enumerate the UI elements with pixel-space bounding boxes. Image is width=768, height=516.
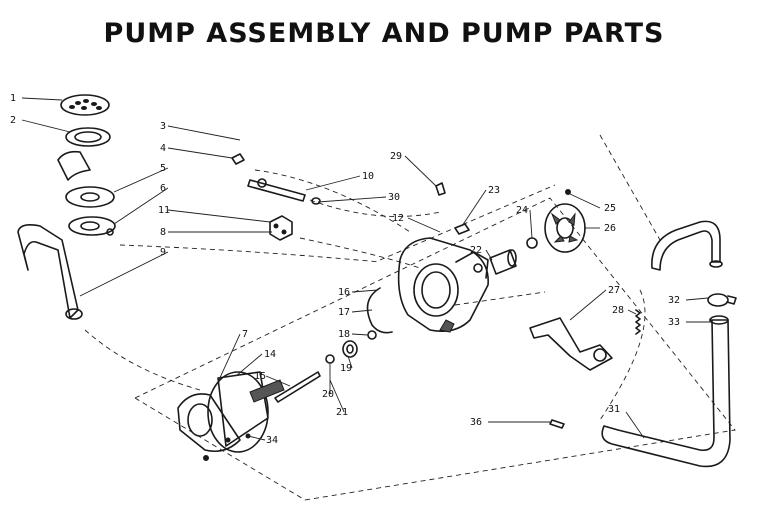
- callout-11: 11: [158, 205, 170, 216]
- callout-labels: 1 2 3 4 5 6 11 8 9 10 30 29 12 23 24 25 …: [10, 93, 680, 446]
- callout-18: 18: [338, 329, 350, 340]
- part-29-fitting: [435, 182, 446, 196]
- callout-16: 16: [338, 287, 350, 298]
- part-24-washer: [526, 237, 538, 249]
- callout-27: 27: [608, 285, 620, 296]
- callout-2: 2: [10, 115, 16, 126]
- part-34-pump-cover: [177, 393, 251, 461]
- callout-21: 21: [336, 407, 348, 418]
- part-32-hose: [651, 220, 723, 271]
- part-23-clip: [454, 223, 470, 235]
- part-9-hose-end: [65, 308, 83, 320]
- part-elbow-fitting: [57, 150, 91, 181]
- part-2-ring: [65, 127, 111, 147]
- part-3-4-shaft: [231, 153, 306, 202]
- callout-23: 23: [488, 185, 500, 196]
- callout-12: 12: [392, 213, 404, 224]
- callout-30: 30: [388, 192, 400, 203]
- part-30-washer: [311, 197, 321, 205]
- callout-24: 24: [516, 205, 528, 216]
- callout-4: 4: [160, 143, 166, 154]
- callout-14: 14: [264, 349, 276, 360]
- callout-32: 32: [668, 295, 680, 306]
- part-15-shaft: [274, 371, 321, 403]
- leader-lines: [21, 97, 710, 441]
- callout-10: 10: [362, 171, 374, 182]
- part-22-coupling: [489, 249, 517, 275]
- callout-5: 5: [160, 163, 166, 174]
- part-31-outlet-hose: [601, 315, 731, 468]
- part-17-ring: [366, 287, 393, 334]
- part-18-washer: [367, 330, 377, 340]
- callout-22: 22: [470, 245, 482, 256]
- callout-6: 6: [160, 183, 166, 194]
- callout-19: 19: [340, 363, 352, 374]
- part-33-clamp: [707, 293, 737, 307]
- part-20-nut: [325, 354, 335, 364]
- part-36-clip: [549, 419, 565, 429]
- part-28-spring: [635, 309, 641, 335]
- callout-15: 15: [254, 371, 266, 382]
- callout-8: 8: [160, 227, 166, 238]
- callout-29: 29: [390, 151, 402, 162]
- callout-17: 17: [338, 307, 350, 318]
- part-27-bracket: [529, 317, 613, 371]
- callout-28: 28: [612, 305, 624, 316]
- part-5-gasket: [65, 186, 115, 208]
- part-26-impeller: [544, 203, 586, 253]
- part-1-strainer-cap: [60, 94, 110, 116]
- callout-31: 31: [608, 404, 620, 415]
- callout-25: 25: [604, 203, 616, 214]
- callout-36: 36: [470, 417, 482, 428]
- part-19-seal: [342, 340, 358, 358]
- callout-33: 33: [668, 317, 680, 328]
- part-9-inlet-hose: [17, 224, 79, 319]
- callout-34: 34: [266, 435, 278, 446]
- part-14-mounting-plate: [207, 371, 285, 453]
- part-8-bracket: [269, 215, 293, 241]
- callout-9: 9: [160, 247, 166, 258]
- part-25-screw: [565, 189, 571, 195]
- callout-1: 1: [10, 93, 16, 104]
- pump-body-housing: [397, 237, 489, 333]
- part-6-gasket: [68, 216, 116, 236]
- callout-20: 20: [322, 389, 334, 400]
- callout-3: 3: [160, 121, 166, 132]
- assembly-boundary: [84, 134, 736, 501]
- diagram-title: PUMP ASSEMBLY AND PUMP PARTS: [103, 18, 665, 49]
- callout-7: 7: [242, 329, 248, 340]
- callout-26: 26: [604, 223, 616, 234]
